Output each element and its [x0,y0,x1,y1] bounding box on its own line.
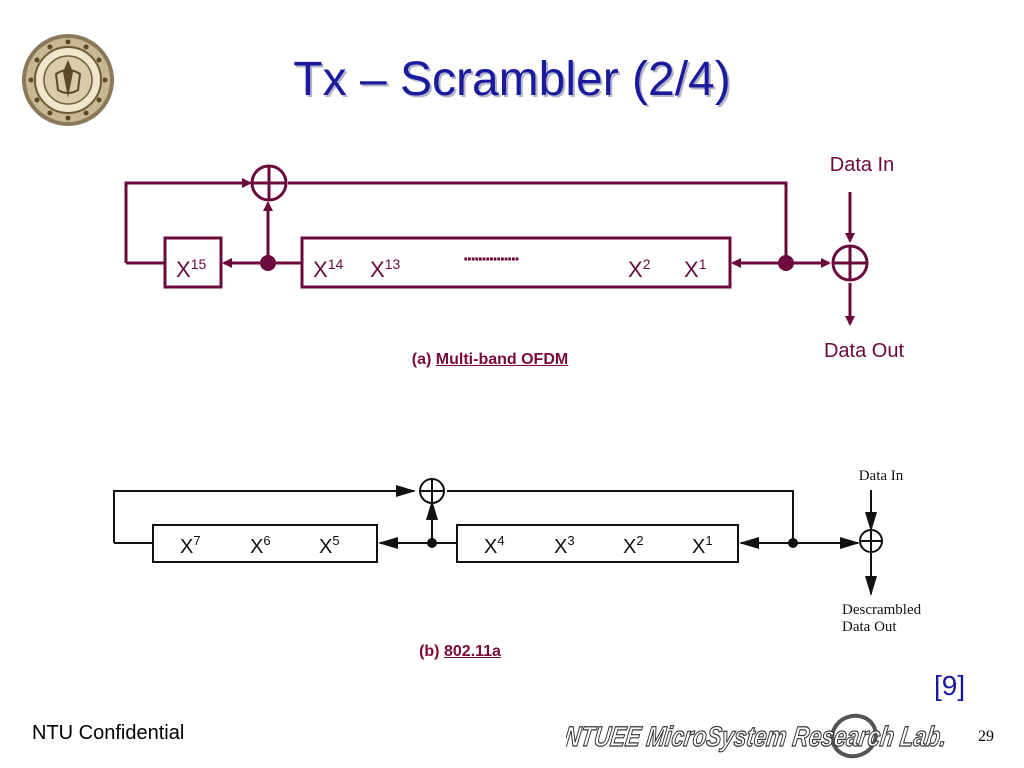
page-number: 29 [978,728,994,745]
ellipsis-dots: ··············· [463,249,519,271]
junction-node-left-b [427,538,437,548]
register-x3-label: X3 [554,533,575,558]
lab-logo: NTUEE MicroSystem Research Lab. [566,713,949,759]
caption-a: (a) Multi-band OFDM [411,351,569,368]
register-x15-label: X15 [176,256,206,282]
feedback-line-left-b [113,485,416,543]
register-x7-x5-box [152,524,378,563]
register-x6-label: X6 [250,533,271,558]
feedback-line-left [124,178,252,263]
register-x2-label-b: X2 [623,533,644,558]
register-x4-label: X4 [484,533,505,558]
diagram-multiband-ofdm: Data In Data Out X15 X14 X13 ···········… [124,154,904,362]
descrambled-label-b: Descrambled [842,602,922,618]
data-in-label: Data In [830,154,894,176]
register-x15-box [163,236,223,289]
register-x2-label: X2 [628,256,651,282]
data-out-label: Data Out [824,340,904,362]
slide-title: Tx – Scrambler (2/4) [293,53,731,106]
feedback-line-top-b [447,490,794,543]
register-x13-label: X13 [370,256,400,282]
reference-label: [9] [934,670,966,701]
register-x1-label-b: X1 [692,533,713,558]
university-seal-logo [22,34,114,126]
register-x14-label: X14 [313,256,343,282]
register-x1-label: X1 [684,256,707,282]
footer-confidential: NTU Confidential [32,722,185,744]
lab-logo-text: NTUEE MicroSystem Research Lab. [566,721,949,752]
data-out-label-b: Data Out [842,619,897,635]
caption-b-link[interactable]: 802.11a [443,643,501,660]
data-in-label-b: Data In [859,468,904,484]
caption-a-link[interactable]: Multi-band OFDM [435,351,569,368]
register-x5-label: X5 [319,533,340,558]
junction-node-right-b [788,538,798,548]
register-x7-label: X7 [180,533,201,558]
junction-node-left [260,255,276,271]
caption-b: (b) 802.11a [419,643,501,660]
junction-node-right [778,255,794,271]
feedback-line-top [288,181,788,263]
diagram-80211a: Data In Descrambled Data Out X7 X6 X5 X4… [113,468,922,635]
